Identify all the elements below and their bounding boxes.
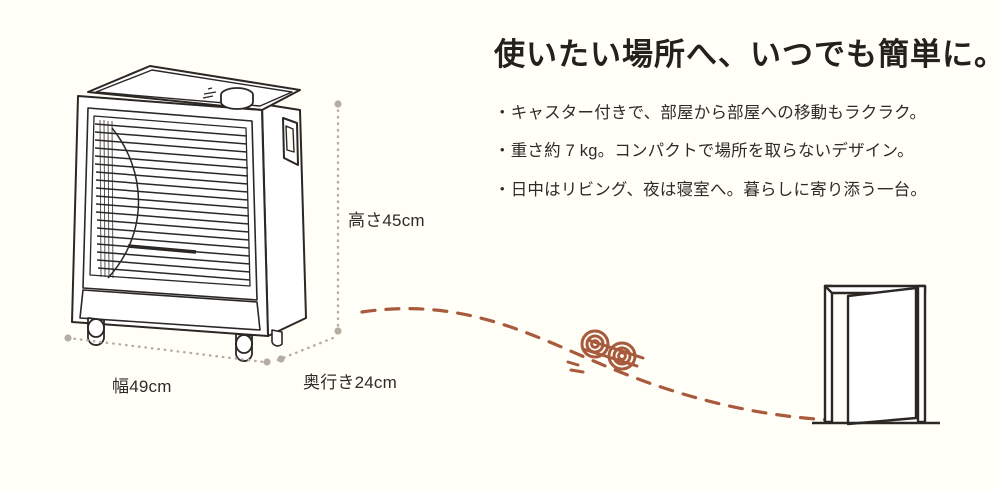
dimension-guide-endpoints: [64, 100, 342, 366]
open-door-icon: [812, 284, 940, 426]
dimension-label-depth: 奥行き24cm: [303, 373, 397, 392]
grille-arc-detail: [107, 127, 140, 279]
marketing-copy-block: 使いたい場所へ、いつでも簡単に。 ・キャスター付きで、部屋から部屋への移動もラク…: [494, 36, 1000, 216]
side-handle-icon: [282, 117, 299, 166]
feature-bullet-2: ・重さ約 7 kg。コンパクトで場所を取らないデザイン。: [494, 142, 914, 161]
page-title: 使いたい場所へ、いつでも簡単に。: [494, 37, 1000, 72]
caster-wheels-icon: [566, 329, 645, 374]
panel-heater-drawing: [64, 65, 342, 366]
top-panel-marking: [202, 87, 217, 99]
feature-bullet-3: ・日中はリビング、夜は寝室へ。暮らしに寄り添う一台。: [494, 180, 928, 199]
caster-wheel-front-right: [235, 333, 253, 362]
dimension-label-width: 幅49cm: [112, 377, 172, 396]
dimension-guides: [66, 102, 340, 364]
caster-wheel-front-left: [87, 317, 105, 346]
control-knob-icon: [220, 87, 254, 110]
dimension-label-height: 高さ45cm: [348, 211, 425, 230]
panel-heater-illustration: [0, 0, 470, 420]
caster-wheel-rear-right: [271, 329, 283, 347]
feature-bullet-1: ・キャスター付きで、部屋から部屋への移動もラクラク。: [494, 103, 927, 122]
